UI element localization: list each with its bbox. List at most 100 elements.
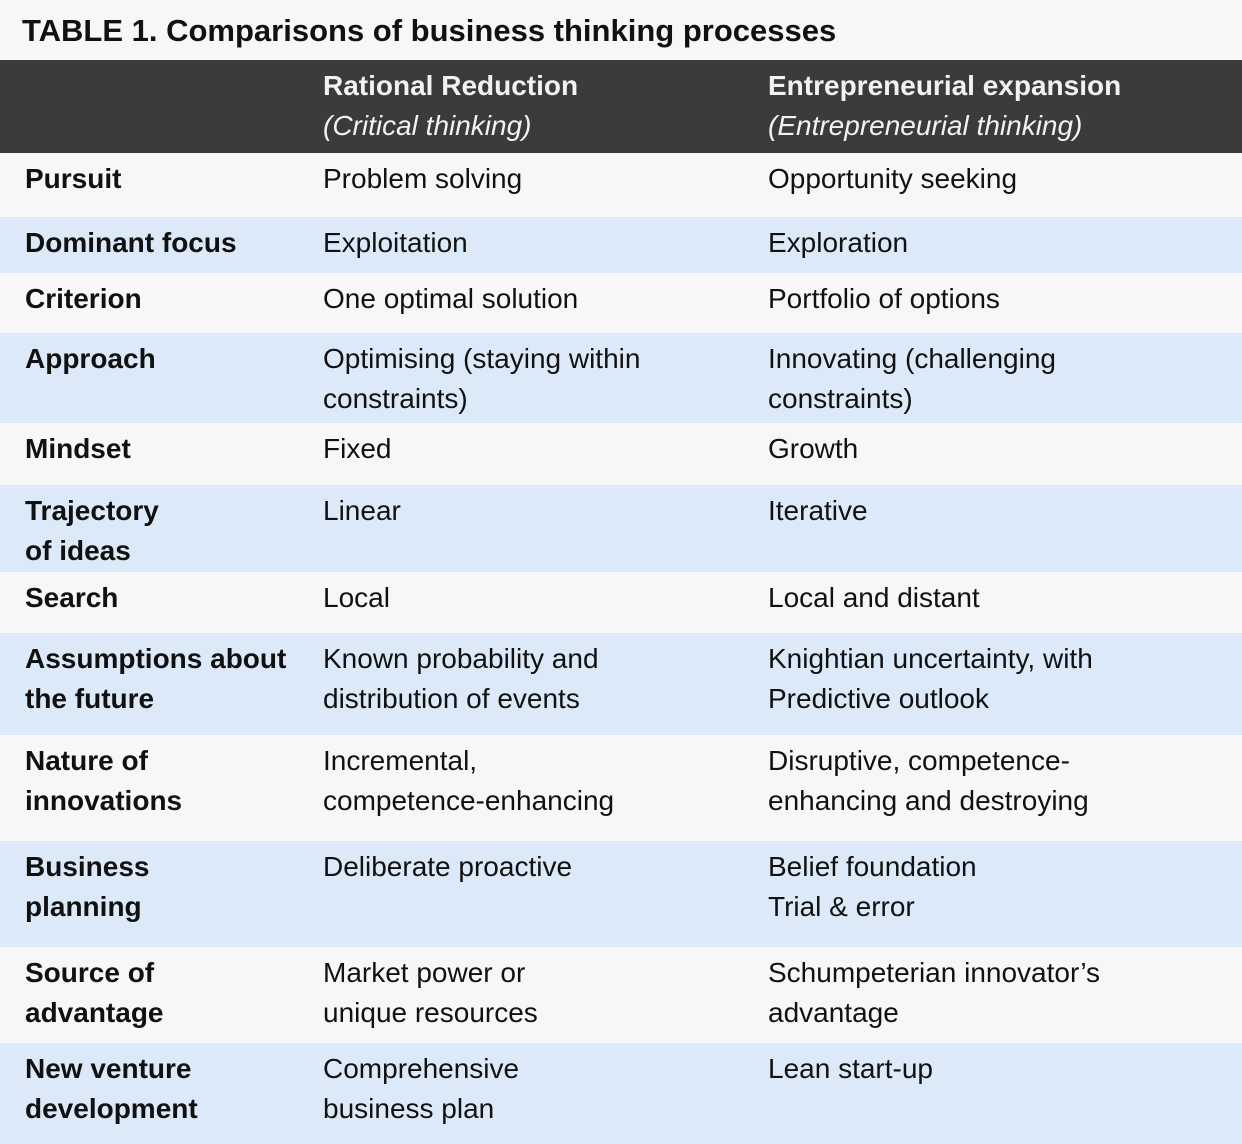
entrepreneurial-cell: Growth: [768, 429, 1242, 485]
rational-cell: Exploitation: [323, 223, 768, 273]
cell-line: Knightian uncertainty, with: [768, 643, 1093, 674]
cell-line: Exploration: [768, 227, 909, 258]
entrepreneurial-cell: Innovating (challenging constraints): [768, 339, 1242, 423]
cell-line: Mindset: [25, 433, 131, 464]
cell-line: Schumpeterian innovator’s: [768, 957, 1101, 988]
cell-line: Business: [25, 851, 150, 882]
cell-line: unique resources: [323, 997, 538, 1028]
cell-line: distribution of events: [323, 683, 580, 714]
cell-line: innovations: [25, 785, 183, 816]
rational-cell: Comprehensive business plan: [323, 1049, 768, 1144]
cell-line: One optimal solution: [323, 283, 579, 314]
table-row: Nature of innovations Incremental, competen…: [0, 735, 1242, 841]
row-label: Pursuit: [0, 159, 323, 217]
entrepreneurial-cell: Portfolio of options: [768, 279, 1242, 333]
table-header: Rational Reduction (Critical thinking) E…: [0, 60, 1242, 153]
row-label: New venture development: [0, 1049, 323, 1144]
row-label: Mindset: [0, 429, 323, 485]
table-row: Assumptions about the future Known probabi…: [0, 633, 1242, 735]
cell-line: Opportunity seeking: [768, 163, 1018, 194]
cell-line: Predictive outlook: [768, 683, 990, 714]
entrepreneurial-cell: Opportunity seeking: [768, 159, 1242, 217]
rational-cell: Known probability and distribution of eve…: [323, 639, 768, 735]
header-col-rational: Rational Reduction (Critical thinking): [323, 66, 768, 153]
cell-line: Deliberate proactive: [323, 851, 573, 882]
cell-line: Nature of: [25, 745, 148, 776]
header-entrepreneurial-sub: (Entrepreneurial thinking): [768, 110, 1083, 141]
cell-line: Trajectory: [25, 495, 159, 526]
cell-line: Fixed: [323, 433, 392, 464]
entrepreneurial-cell: Local and distant: [768, 578, 1242, 633]
cell-line: Comprehensive: [323, 1053, 520, 1084]
cell-line: Assumptions about: [25, 643, 287, 674]
cell-line: Local: [323, 582, 390, 613]
header-col-entrepreneurial: Entrepreneurial expansion (Entrepreneuri…: [768, 66, 1242, 153]
cell-line: Optimising (staying within: [323, 343, 641, 374]
rational-cell: One optimal solution: [323, 279, 768, 333]
row-label: Nature of innovations: [0, 741, 323, 841]
cell-line: New venture: [25, 1053, 192, 1084]
entrepreneurial-cell: Lean start-up: [768, 1049, 1242, 1144]
cell-line: Criterion: [25, 283, 142, 314]
cell-line: Exploitation: [323, 227, 468, 258]
cell-line: advantage: [25, 997, 164, 1028]
table-row: New venture development Comprehensive busin…: [0, 1043, 1242, 1144]
table-row: Trajectory of ideas Linear Iterative: [0, 485, 1242, 572]
row-label: Trajectory of ideas: [0, 491, 323, 572]
cell-line: constraints): [768, 383, 913, 414]
entrepreneurial-cell: Iterative: [768, 491, 1242, 572]
rational-cell: Linear: [323, 491, 768, 572]
cell-line: Innovating (challenging: [768, 343, 1056, 374]
cell-line: Incremental,: [323, 745, 478, 776]
table-row: Source of advantage Market power or unique …: [0, 947, 1242, 1043]
rational-cell: Local: [323, 578, 768, 633]
cell-line: Problem solving: [323, 163, 523, 194]
table-row: Criterion One optimal solution Portfolio o…: [0, 273, 1242, 333]
cell-line: the future: [25, 683, 155, 714]
cell-line: Source of: [25, 957, 155, 988]
cell-line: Known probability and: [323, 643, 599, 674]
rational-cell: Problem solving: [323, 159, 768, 217]
cell-line: Disruptive, competence-: [768, 745, 1070, 776]
cell-line: Belief foundation: [768, 851, 977, 882]
row-label: Business planning: [0, 847, 323, 947]
row-label: Approach: [0, 339, 323, 423]
row-label: Dominant focus: [0, 223, 323, 273]
cell-line: Market power or: [323, 957, 526, 988]
cell-line: Lean start-up: [768, 1053, 933, 1084]
header-col-criteria: [0, 66, 323, 153]
cell-line: Trial & error: [768, 891, 915, 922]
cell-line: Approach: [25, 343, 156, 374]
cell-line: development: [25, 1093, 198, 1124]
table-title: TABLE 1. Comparisons of business thinkin…: [0, 0, 1242, 60]
row-label: Assumptions about the future: [0, 639, 323, 735]
table-row: Mindset Fixed Growth: [0, 423, 1242, 485]
cell-line: advantage: [768, 997, 899, 1028]
cell-line: competence-enhancing: [323, 785, 615, 816]
header-rational-main: Rational Reduction: [323, 70, 579, 101]
cell-line: Linear: [323, 495, 401, 526]
rational-cell: Fixed: [323, 429, 768, 485]
table-row: Search Local Local and distant: [0, 572, 1242, 633]
row-label: Criterion: [0, 279, 323, 333]
rational-cell: Incremental, competence-enhancing: [323, 741, 768, 841]
cell-line: constraints): [323, 383, 468, 414]
cell-line: business plan: [323, 1093, 495, 1124]
entrepreneurial-cell: Disruptive, competence-enhancing and des…: [768, 741, 1242, 841]
rational-cell: Deliberate proactive: [323, 847, 768, 947]
table-row: Approach Optimising (staying within constr…: [0, 333, 1242, 423]
cell-line: of ideas: [25, 535, 131, 566]
cell-line: Local and distant: [768, 582, 980, 613]
cell-line: planning: [25, 891, 142, 922]
cell-line: Portfolio of options: [768, 283, 1000, 314]
rational-cell: Optimising (staying within constraints): [323, 339, 768, 423]
entrepreneurial-cell: Exploration: [768, 223, 1242, 273]
cell-line: Iterative: [768, 495, 868, 526]
table-row: Business planning Deliberate proactive Beli…: [0, 841, 1242, 947]
cell-line: Search: [25, 582, 119, 613]
